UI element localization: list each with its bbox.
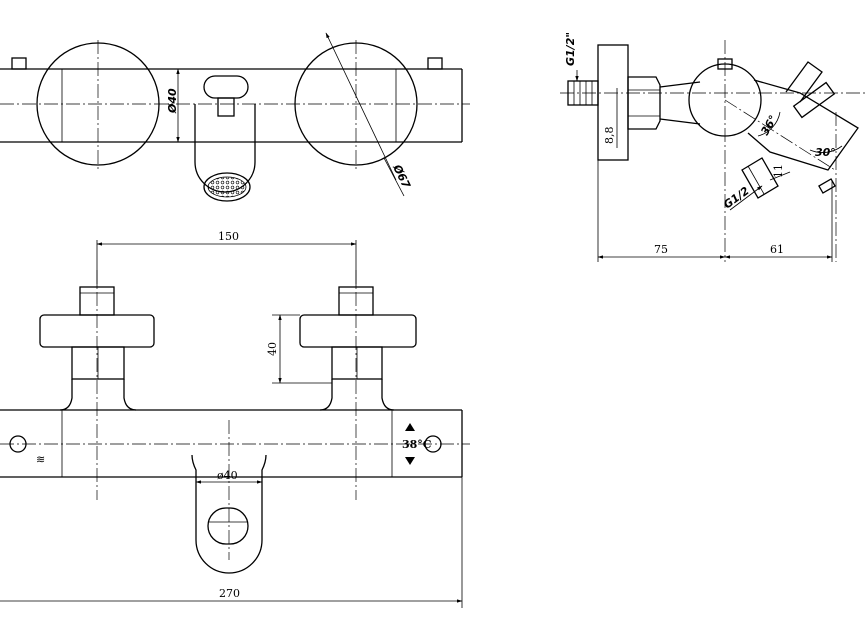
inlet-thread-label: G1/2"	[564, 32, 577, 66]
outlet-length-label: 11	[772, 164, 785, 178]
overall-length-label: 270	[219, 587, 240, 600]
body-diameter-label: Ø40	[166, 88, 179, 114]
outlet-diameter-label: ø40	[217, 469, 238, 482]
handle-angle-label: 36°	[758, 113, 780, 138]
spout-angle-label: 30°	[815, 146, 836, 159]
top-view: Ø40 Ø67	[0, 32, 470, 202]
right-handle	[299, 314, 417, 348]
temperature-down-icon	[405, 457, 415, 465]
depth-left-label: 75	[654, 243, 668, 256]
cold-symbol: ≋	[36, 453, 45, 466]
handle-height-label: 40	[266, 342, 279, 356]
depth-right-label: 61	[770, 243, 784, 256]
flange-thickness-label: 8,8	[603, 127, 616, 145]
inlet-spacing-label: 150	[218, 230, 239, 243]
outlet-thread-label: G1/2	[721, 184, 752, 211]
temperature-label: 38°C	[402, 438, 432, 451]
aerator-mesh	[207, 176, 247, 198]
front-view: ≋ 38°C ø40 150 40 270	[0, 230, 470, 608]
side-view: G1/2" 8,8 36° 30° G1/2 11 75 61	[560, 32, 865, 262]
temperature-up-icon	[405, 423, 415, 431]
